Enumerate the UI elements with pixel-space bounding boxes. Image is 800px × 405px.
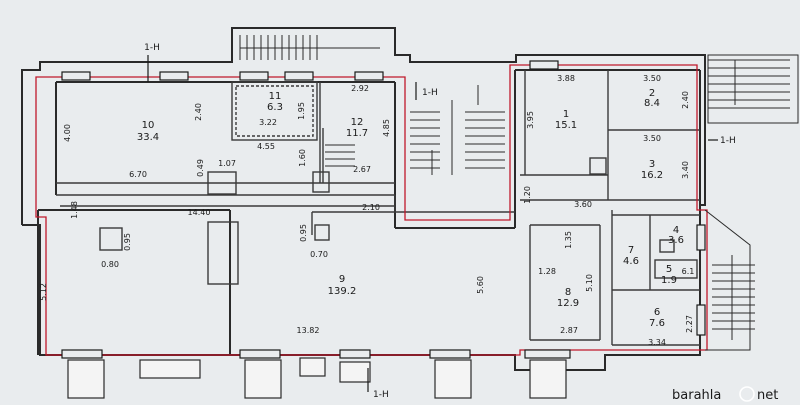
dim-label: 1.07 [218,159,236,168]
dim-label: 1.95 [297,102,306,120]
room-8-number: 8 [565,287,571,298]
section-marks: 1-Н 1-Н 1-Н 1-Н [144,43,736,400]
axis-mark: 1-Н [422,88,438,98]
dim-label: 2.87 [560,326,578,335]
dim-label: 3.88 [557,74,575,83]
axis-mark: 1-Н [720,136,736,146]
room-6-number: 6 [654,307,660,318]
dim-label: 0.70 [310,250,328,259]
room-2: 2 8.4 [644,88,660,109]
outer-walls [21,27,706,371]
watermark-net: net [757,388,778,403]
dim-label: 3.95 [526,111,535,129]
dim-label: 2.27 [685,315,694,333]
dim-label: 0.80 [101,260,119,269]
stair-center [410,85,505,175]
dim-label: 5.12 [39,283,48,301]
room-11-number: 11 [269,91,282,102]
stair-top-main [239,35,380,60]
red-perimeter-line [35,64,708,356]
room-1-number: 1 [563,109,569,120]
room-5-area: 1.9 [661,275,677,286]
axis-mark: 1-Н [373,390,389,400]
room-7: 7 4.6 [623,245,639,267]
stair-small-12 [325,144,355,167]
stair-right-top [707,54,799,124]
dim-label: 3.50 [643,134,661,143]
room-5: 5 1.9 [661,264,677,286]
room-12-area: 11.7 [346,128,368,139]
room-2-area: 8.4 [644,98,660,109]
dim-label: 4.00 [63,124,72,142]
dim-label: 3.40 [681,161,690,179]
room-4: 4 3.6 [668,225,684,246]
axis-mark: 1-Н [144,43,160,53]
dim-label: 1.20 [523,186,532,204]
dim-label: 1.35 [564,231,573,249]
dimension-labels: 3.88 3.50 2.40 3.95 3.50 3.40 3.60 1.20 … [39,74,694,347]
dim-label: 3.34 [648,338,666,347]
dim-label: 2.92 [351,84,369,93]
room-9-number: 9 [339,274,345,285]
room-11: 11 6.3 [267,91,283,113]
room-9-area: 139.2 [328,286,357,297]
watermark-logo-icon [739,386,755,402]
room-11-area: 6.3 [267,102,283,113]
dim-label: 1.28 [538,267,556,276]
dim-label: 1.48 [70,201,79,219]
inner-walls [56,70,700,346]
room-4-area: 3.6 [668,235,684,246]
dim-label: 5.10 [585,274,594,292]
dim-label: 2.67 [353,165,371,174]
room-10-number: 10 [142,120,155,131]
dim-label: 14.40 [188,208,211,217]
watermark-text: barahla [672,388,721,403]
room-3-number: 3 [649,159,655,170]
room-8: 8 12.9 [557,287,579,309]
dim-label: 13.82 [297,326,320,335]
exterior-bays [67,357,567,399]
stair-right-bottom [704,209,755,351]
dim-label: 0.95 [123,233,132,251]
room-2-number: 2 [649,88,655,99]
room-6-area: 7.6 [649,318,665,329]
dim-label: 2.40 [681,91,690,109]
room-labels: 1 15.1 2 8.4 3 16.2 4 3.6 5 1.9 6 7.6 7 … [137,88,684,329]
dim-label: 3.50 [643,74,661,83]
room-10-area: 33.4 [137,132,159,143]
dim-label: 4.55 [257,142,275,151]
room-12-number: 12 [351,117,364,128]
watermark: barahla net [672,386,778,403]
dim-label: 1.60 [298,149,307,167]
dim-label: 2.10 [362,203,380,212]
room-1-area: 15.1 [555,120,577,131]
dim-label: 0.95 [299,224,308,242]
room-3: 3 16.2 [641,159,663,181]
dim-label: 6.1 [682,267,695,276]
room-3-area: 16.2 [641,170,663,181]
dim-label: 5.60 [476,276,485,294]
room-12: 12 11.7 [346,117,368,139]
dim-label: 3.22 [259,118,277,127]
room-8-area: 12.9 [557,298,579,309]
room-1: 1 15.1 [555,109,577,131]
dim-label: 2.40 [194,103,203,121]
dim-label: 4.85 [382,119,391,137]
room-5-number: 5 [666,264,672,275]
windows [61,60,706,359]
dim-label: 3.60 [574,200,592,209]
room-7-area: 4.6 [623,256,639,267]
room-9: 9 139.2 [328,274,357,297]
dim-label: 0.49 [196,159,205,177]
room-10: 10 33.4 [137,120,159,143]
room-6: 6 7.6 [649,307,665,329]
room-7-number: 7 [628,245,634,256]
staircases [239,35,799,351]
dim-label: 6.70 [129,170,147,179]
room-4-number: 4 [673,225,679,236]
